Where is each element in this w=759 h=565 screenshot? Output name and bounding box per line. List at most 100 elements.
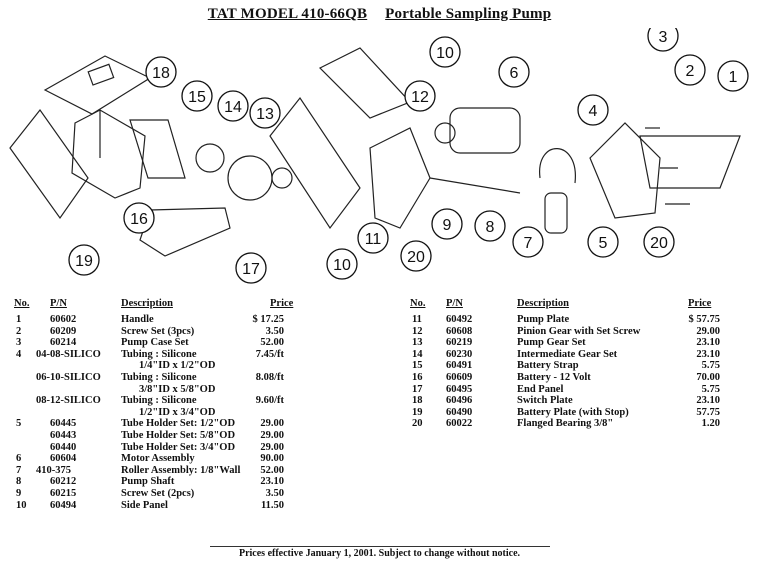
callout-number: 2 <box>686 63 695 80</box>
cell-no: 11 <box>412 314 422 325</box>
cell-price: 29.00 <box>260 418 284 430</box>
cell-no: 13 <box>412 337 423 349</box>
callout-number: 18 <box>152 65 170 82</box>
footer-rule <box>210 546 550 547</box>
callout-number: 20 <box>407 249 425 266</box>
cell-pn: 60022 <box>446 418 473 430</box>
callout-9: 9 <box>431 208 463 240</box>
callout-circle <box>512 226 544 258</box>
cell-desc: Pump Shaft <box>121 476 175 488</box>
callout-2: 2 <box>674 54 706 86</box>
callout-number: 8 <box>486 219 495 236</box>
cell-desc: 1/2"ID x 3/4"OD <box>139 406 216 418</box>
cell-price: $ 57.75 <box>688 314 721 325</box>
cell-price: 52.00 <box>260 337 284 349</box>
cell-pn: 60602 <box>50 314 77 325</box>
callout-number: 16 <box>130 211 148 228</box>
callout-8: 8 <box>474 210 506 242</box>
cell-price: 23.10 <box>260 476 284 488</box>
callout-number: 6 <box>510 65 519 82</box>
callout-number: 1 <box>729 69 738 86</box>
end-panel-drawing <box>139 207 231 257</box>
cell-desc: Screw Set (2pcs) <box>121 487 195 499</box>
callout-number: 9 <box>443 217 452 234</box>
cell-price: 1.20 <box>701 418 720 430</box>
pump-case-right-drawing <box>589 122 661 219</box>
cell-price: $ 17.25 <box>252 314 285 325</box>
cell-pn: 60604 <box>50 453 77 465</box>
cell-pn: 60230 <box>446 348 473 360</box>
cell-no: 12 <box>412 325 423 337</box>
cell-desc: Screw Set (3pcs) <box>121 325 195 337</box>
callout-circle <box>235 252 267 284</box>
callout-circle <box>474 210 506 242</box>
callout-number: 11 <box>365 231 382 248</box>
cell-pn: 60608 <box>446 325 473 337</box>
col-header-description: Description <box>121 298 173 309</box>
callout-12: 12 <box>404 80 436 112</box>
cell-price: 29.00 <box>260 429 284 441</box>
battery-plate-drawing <box>9 108 89 220</box>
callout-19: 19 <box>68 244 100 276</box>
callout-18: 18 <box>145 56 177 88</box>
table-row: 1/4"ID x 1/2"OD <box>14 360 284 372</box>
callout-number: 10 <box>333 257 351 274</box>
callout-15: 15 <box>181 80 213 112</box>
cell-desc: 3/8"ID x 5/8"OD <box>139 383 216 395</box>
callout-10: 10 <box>326 248 358 280</box>
callout-5: 5 <box>587 226 619 258</box>
cell-no: 2 <box>16 325 22 337</box>
cell-price: 29.00 <box>696 325 720 337</box>
cell-pn: 60443 <box>50 429 77 441</box>
cell-price: 9.60/ft <box>255 395 284 407</box>
callout-circle <box>429 36 461 68</box>
callout-circle <box>643 226 675 258</box>
cell-price: 3.50 <box>265 325 284 337</box>
cell-no: 7 <box>16 464 22 476</box>
callout-circle <box>498 56 530 88</box>
col-header-price: Price <box>688 298 712 309</box>
cell-desc: Side Panel <box>121 499 168 511</box>
cell-no: 15 <box>412 360 423 372</box>
col-header-description: Description <box>517 298 569 309</box>
callout-circle <box>357 222 389 254</box>
cell-desc: Intermediate Gear Set <box>517 348 618 360</box>
cell-pn: 60495 <box>446 383 473 395</box>
callout-number: 14 <box>224 99 242 116</box>
col-header-pn: P/N <box>50 298 67 309</box>
cell-no: 5 <box>16 418 22 430</box>
pump-gear-drawing <box>227 155 273 201</box>
callout-number: 17 <box>242 261 260 278</box>
footer-note: Prices effective January 1, 2001. Subjec… <box>238 548 521 559</box>
cell-price: 52.00 <box>260 464 284 476</box>
cell-pn: 06-10-SILICO <box>36 371 101 383</box>
col-header-no: No. <box>14 298 30 309</box>
callout-circle <box>404 80 436 112</box>
callout-3: 3 <box>647 28 679 52</box>
cell-price: 57.75 <box>696 406 720 418</box>
callout-number: 10 <box>436 45 454 62</box>
callout-circle <box>400 240 432 272</box>
callout-6: 6 <box>498 56 530 88</box>
cell-desc: Roller Assembly: 1/8"Wall <box>121 464 241 476</box>
callout-circle <box>674 54 706 86</box>
pump-case-left-drawing <box>369 127 431 229</box>
callout-7: 7 <box>512 226 544 258</box>
cell-pn: 60214 <box>50 337 77 349</box>
callout-4: 4 <box>577 94 609 126</box>
pump-shaft-drawing <box>429 177 521 194</box>
callout-circle <box>587 226 619 258</box>
